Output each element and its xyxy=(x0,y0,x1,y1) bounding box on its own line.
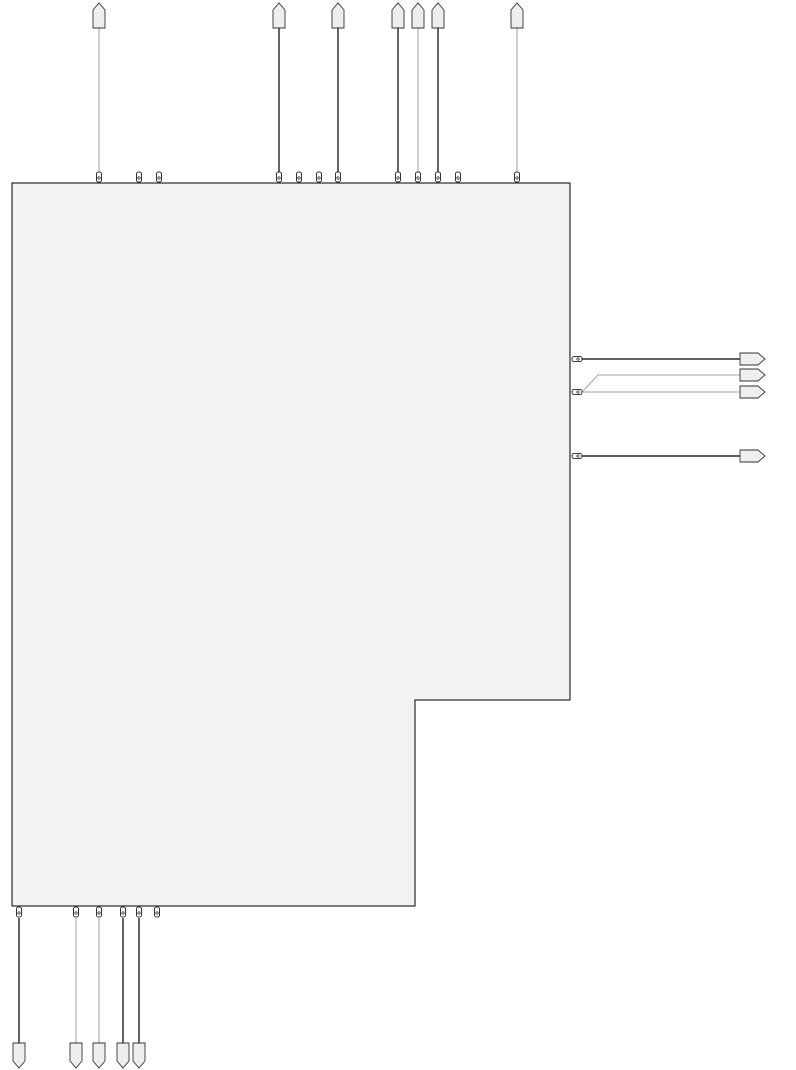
pin-hole xyxy=(155,911,159,915)
pentagon-port-icon xyxy=(739,385,766,399)
wires xyxy=(18,28,740,1043)
pin-connector-icon xyxy=(296,171,302,183)
pin-hole xyxy=(97,176,101,180)
pin-hole xyxy=(576,390,580,394)
pin-hole xyxy=(515,176,519,180)
pin-connector-icon xyxy=(514,171,520,183)
pin-hole xyxy=(137,176,141,180)
pentagon-port-icon xyxy=(411,2,425,29)
pin-hole xyxy=(576,357,580,361)
pin-connector-icon xyxy=(335,171,341,183)
main-block xyxy=(11,182,571,907)
pin-hole xyxy=(277,176,281,180)
pin-connector-icon xyxy=(96,906,102,918)
pin-hole xyxy=(317,176,321,180)
pin-hole xyxy=(74,911,78,915)
pentagon-port-icon xyxy=(510,2,524,29)
pin-hole xyxy=(416,176,420,180)
pin-connector-icon xyxy=(136,906,142,918)
pin-connector-icon xyxy=(571,389,583,395)
pins xyxy=(16,171,583,918)
pin-hole xyxy=(97,911,101,915)
pentagon-port-icon xyxy=(739,368,766,382)
pin-hole xyxy=(396,176,400,180)
pin-connector-icon xyxy=(571,356,583,362)
pin-connector-icon xyxy=(73,906,79,918)
pin-connector-icon xyxy=(316,171,322,183)
pin-connector-icon xyxy=(415,171,421,183)
pin-connector-icon xyxy=(455,171,461,183)
pin-connector-icon xyxy=(276,171,282,183)
pentagon-port-icon xyxy=(116,1042,130,1069)
pin-connector-icon xyxy=(156,171,162,183)
ports xyxy=(12,2,766,1069)
pentagon-port-icon xyxy=(272,2,286,29)
pentagon-port-icon xyxy=(431,2,445,29)
pentagon-port-icon xyxy=(132,1042,146,1069)
pin-connector-icon xyxy=(435,171,441,183)
pentagon-port-icon xyxy=(739,449,766,463)
pin-hole xyxy=(436,176,440,180)
pin-hole xyxy=(137,911,141,915)
pentagon-port-icon xyxy=(391,2,405,29)
pin-hole xyxy=(576,454,580,458)
pin-connector-icon xyxy=(16,906,22,918)
pin-connector-icon xyxy=(154,906,160,918)
pin-hole xyxy=(336,176,340,180)
pentagon-port-icon xyxy=(69,1042,83,1069)
pin-connector-icon xyxy=(571,453,583,459)
pentagon-port-icon xyxy=(739,352,766,366)
pentagon-port-icon xyxy=(12,1042,26,1069)
pin-connector-icon xyxy=(96,171,102,183)
pentagon-port-icon xyxy=(92,1042,106,1069)
pin-hole xyxy=(456,176,460,180)
pentagon-port-icon xyxy=(92,2,106,29)
right-wire-2 xyxy=(581,374,740,393)
pin-connector-icon xyxy=(395,171,401,183)
pin-connector-icon xyxy=(120,906,126,918)
pin-hole xyxy=(17,911,21,915)
pin-hole xyxy=(297,176,301,180)
pin-hole xyxy=(157,176,161,180)
pentagon-port-icon xyxy=(331,2,345,29)
pin-connector-icon xyxy=(136,171,142,183)
pin-hole xyxy=(121,911,125,915)
